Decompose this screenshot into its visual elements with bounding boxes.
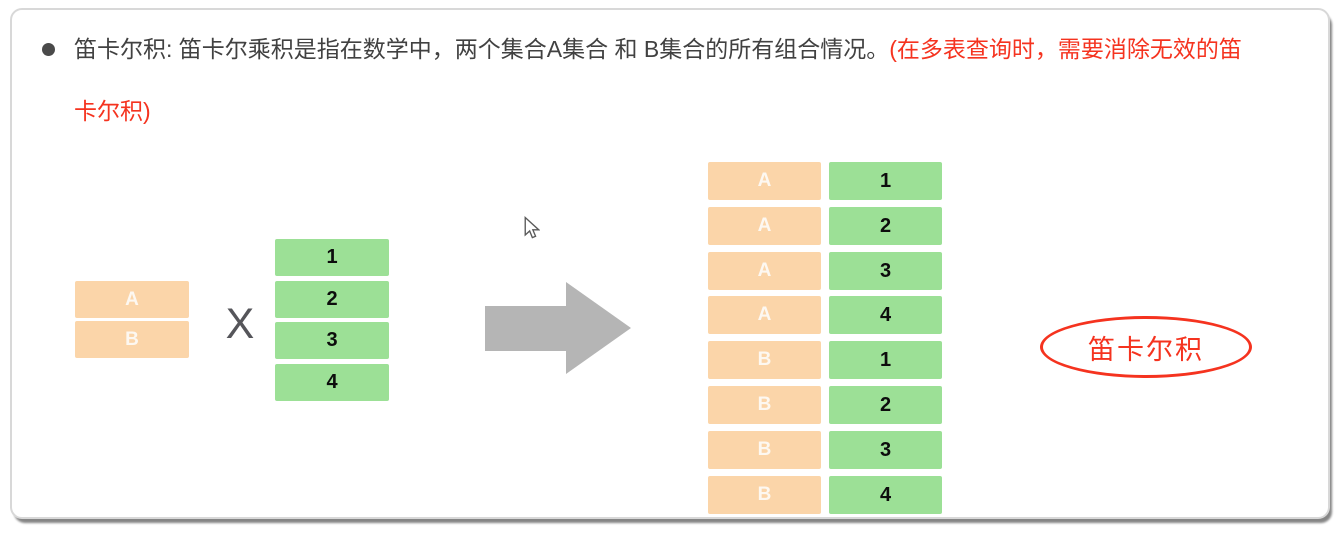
slide-card: 笛卡尔积: 笛卡尔乘积是指在数学中，两个集合A集合 和 B集合的所有组合情况。(… bbox=[10, 8, 1330, 519]
result-cell-right: 4 bbox=[829, 296, 942, 334]
set-ab-cell-a: A bbox=[75, 281, 189, 318]
cartesian-product-ellipse-label: 笛卡尔积 bbox=[1040, 316, 1252, 378]
definition-note-line2: 卡尔积) bbox=[74, 98, 151, 124]
result-cell-right: 2 bbox=[829, 386, 942, 424]
result-cell-left: A bbox=[708, 252, 821, 290]
definition-text-main: 笛卡尔积: 笛卡尔乘积是指在数学中，两个集合A集合 和 B集合的所有组合情况。 bbox=[74, 36, 890, 62]
definition-text: 笛卡尔积: 笛卡尔乘积是指在数学中，两个集合A集合 和 B集合的所有组合情况。(… bbox=[74, 18, 1339, 142]
result-cell-left: B bbox=[708, 431, 821, 469]
result-cell-left: A bbox=[708, 207, 821, 245]
result-cell-left: B bbox=[708, 476, 821, 514]
mouse-cursor-icon bbox=[524, 216, 541, 240]
result-cell-right: 3 bbox=[829, 431, 942, 469]
arrow-right-icon bbox=[485, 282, 631, 374]
result-cell-left: B bbox=[708, 341, 821, 379]
result-cell-right: 4 bbox=[829, 476, 942, 514]
result-cell-left: A bbox=[708, 296, 821, 334]
definition-note-line1: (在多表查询时，需要消除无效的笛 bbox=[889, 36, 1242, 62]
set-ab-cell-b: B bbox=[75, 321, 189, 358]
result-cell-right: 2 bbox=[829, 207, 942, 245]
set-num-cell-4: 4 bbox=[275, 364, 389, 401]
result-cell-right: 1 bbox=[829, 341, 942, 379]
set-num-cell-1: 1 bbox=[275, 239, 389, 276]
result-cell-left: B bbox=[708, 386, 821, 424]
result-cell-right: 1 bbox=[829, 162, 942, 200]
multiply-operator: X bbox=[225, 299, 255, 348]
set-num-cell-3: 3 bbox=[275, 322, 389, 359]
set-num-cell-2: 2 bbox=[275, 281, 389, 318]
result-cell-right: 3 bbox=[829, 252, 942, 290]
result-cell-left: A bbox=[708, 162, 821, 200]
bullet-point bbox=[42, 43, 55, 56]
